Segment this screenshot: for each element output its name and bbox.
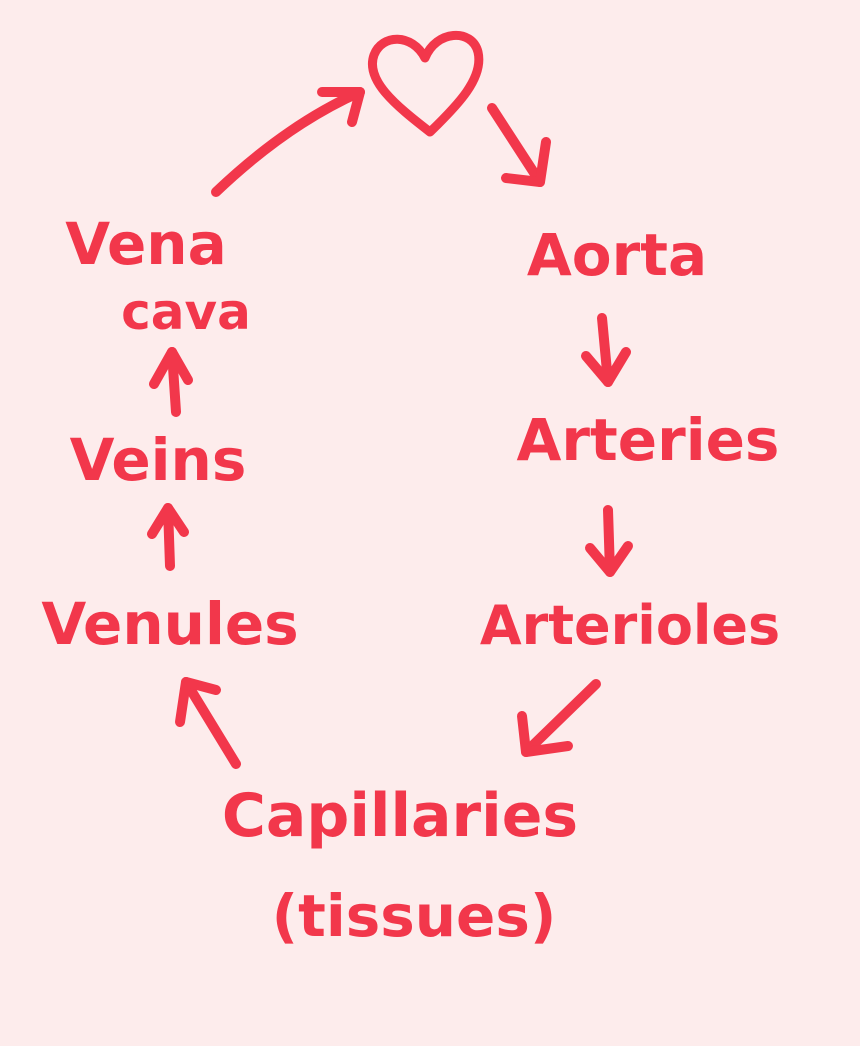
- arrow-capillaries-to-venules: [175, 677, 241, 769]
- node-aorta: Aorta: [526, 221, 708, 289]
- node-capillaries-line1: Capillaries: [221, 781, 579, 851]
- arrow-aorta-to-arteries: [581, 313, 631, 387]
- node-capillaries-line2: (tissues): [271, 882, 557, 950]
- node-vena-cava-line1: Vena: [65, 210, 227, 278]
- heart-icon: [367, 31, 484, 137]
- arrow-heart-to-aorta: [487, 103, 551, 187]
- node-vena-cava-line2: cava: [121, 283, 251, 341]
- arrow-arterioles-to-capillaries: [517, 679, 601, 757]
- node-veins: Veins: [69, 426, 247, 494]
- arrow-arteries-to-arterioles: [585, 505, 633, 577]
- node-arterioles: Arterioles: [479, 594, 781, 657]
- arrow-vena-cava-to-heart: [211, 87, 365, 197]
- arrow-venules-to-veins: [147, 503, 189, 571]
- arrow-veins-to-vena-cava: [149, 347, 193, 417]
- node-venules: Venules: [41, 590, 299, 658]
- node-arteries: Arteries: [516, 406, 780, 474]
